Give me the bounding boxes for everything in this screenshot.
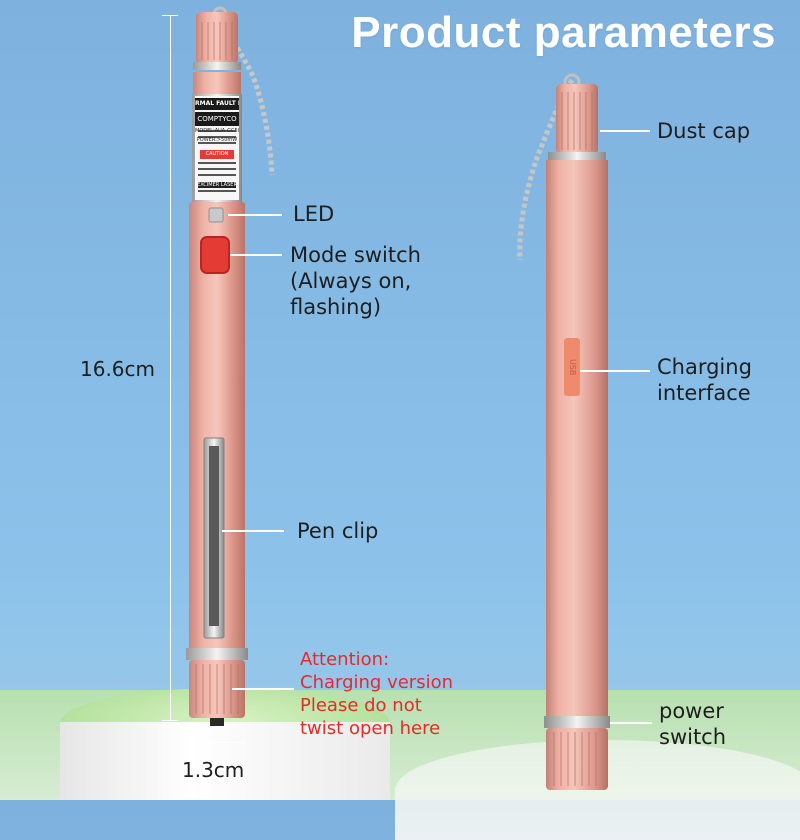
- pen-print-power: POWER:>50mW: [196, 137, 238, 143]
- label-dust-cap: Dust cap: [657, 119, 751, 143]
- leader-charging: [580, 370, 650, 372]
- label-mode-switch-line3: flashing): [290, 295, 382, 319]
- pen-print-model: MODEL:AUA-GC50: [195, 128, 239, 134]
- label-mode-switch-line1: Mode switch: [290, 243, 421, 267]
- attention-note: Attention: Charging version Please do no…: [300, 648, 453, 740]
- label-power-line1: power: [659, 699, 724, 723]
- pen-print-header: RMAL FAULT LOCATOR: [195, 100, 239, 107]
- pen-front: RMAL FAULT LOCATOR COMPTYCO MODEL:AUA-GC…: [160, 0, 280, 740]
- pen-print-usb: USB: [568, 358, 577, 376]
- label-mode-switch-line2: (Always on,: [290, 269, 412, 293]
- attention-line4: twist open here: [300, 718, 441, 739]
- dimension-line-diameter: [186, 742, 244, 743]
- pen-front-illustration: [186, 6, 275, 726]
- pedestal-left-side: [60, 722, 390, 800]
- attention-line2: Charging version: [300, 672, 453, 693]
- dimension-line-length: [170, 15, 171, 721]
- leader-power-switch: [610, 722, 652, 724]
- label-power-line2: switch: [659, 725, 727, 749]
- label-power-switch: power switch: [659, 698, 726, 750]
- pen-side-illustration: [517, 73, 610, 790]
- label-charging-interface: Charging interface: [657, 354, 752, 406]
- dimension-length-label: 16.6cm: [80, 357, 156, 381]
- leader-led: [228, 214, 282, 216]
- leader-attention: [232, 688, 294, 690]
- pen-print-brand: COMPTYCO: [197, 115, 237, 123]
- attention-line3: Please do not: [300, 695, 422, 716]
- pen-print-caution: CAUTION: [205, 151, 229, 157]
- attention-line1: Attention:: [300, 649, 390, 670]
- pen-print-laser: EXCIMER LASER: [197, 182, 237, 188]
- dimension-tick-bottom: [162, 720, 178, 721]
- pen-side: USB: [500, 70, 640, 800]
- label-pen-clip: Pen clip: [297, 519, 379, 543]
- leader-mode-switch: [230, 254, 282, 256]
- label-led: LED: [293, 202, 335, 226]
- label-charging-line2: interface: [657, 381, 751, 405]
- label-charging-line1: Charging: [657, 355, 752, 379]
- leader-pen-clip: [222, 530, 284, 532]
- label-mode-switch: Mode switch (Always on, flashing): [290, 242, 421, 320]
- dimension-tick-top: [162, 15, 178, 16]
- dimension-diameter-label: 1.3cm: [182, 758, 245, 782]
- leader-dust-cap: [600, 130, 650, 132]
- page-title: Product parameters: [351, 8, 776, 57]
